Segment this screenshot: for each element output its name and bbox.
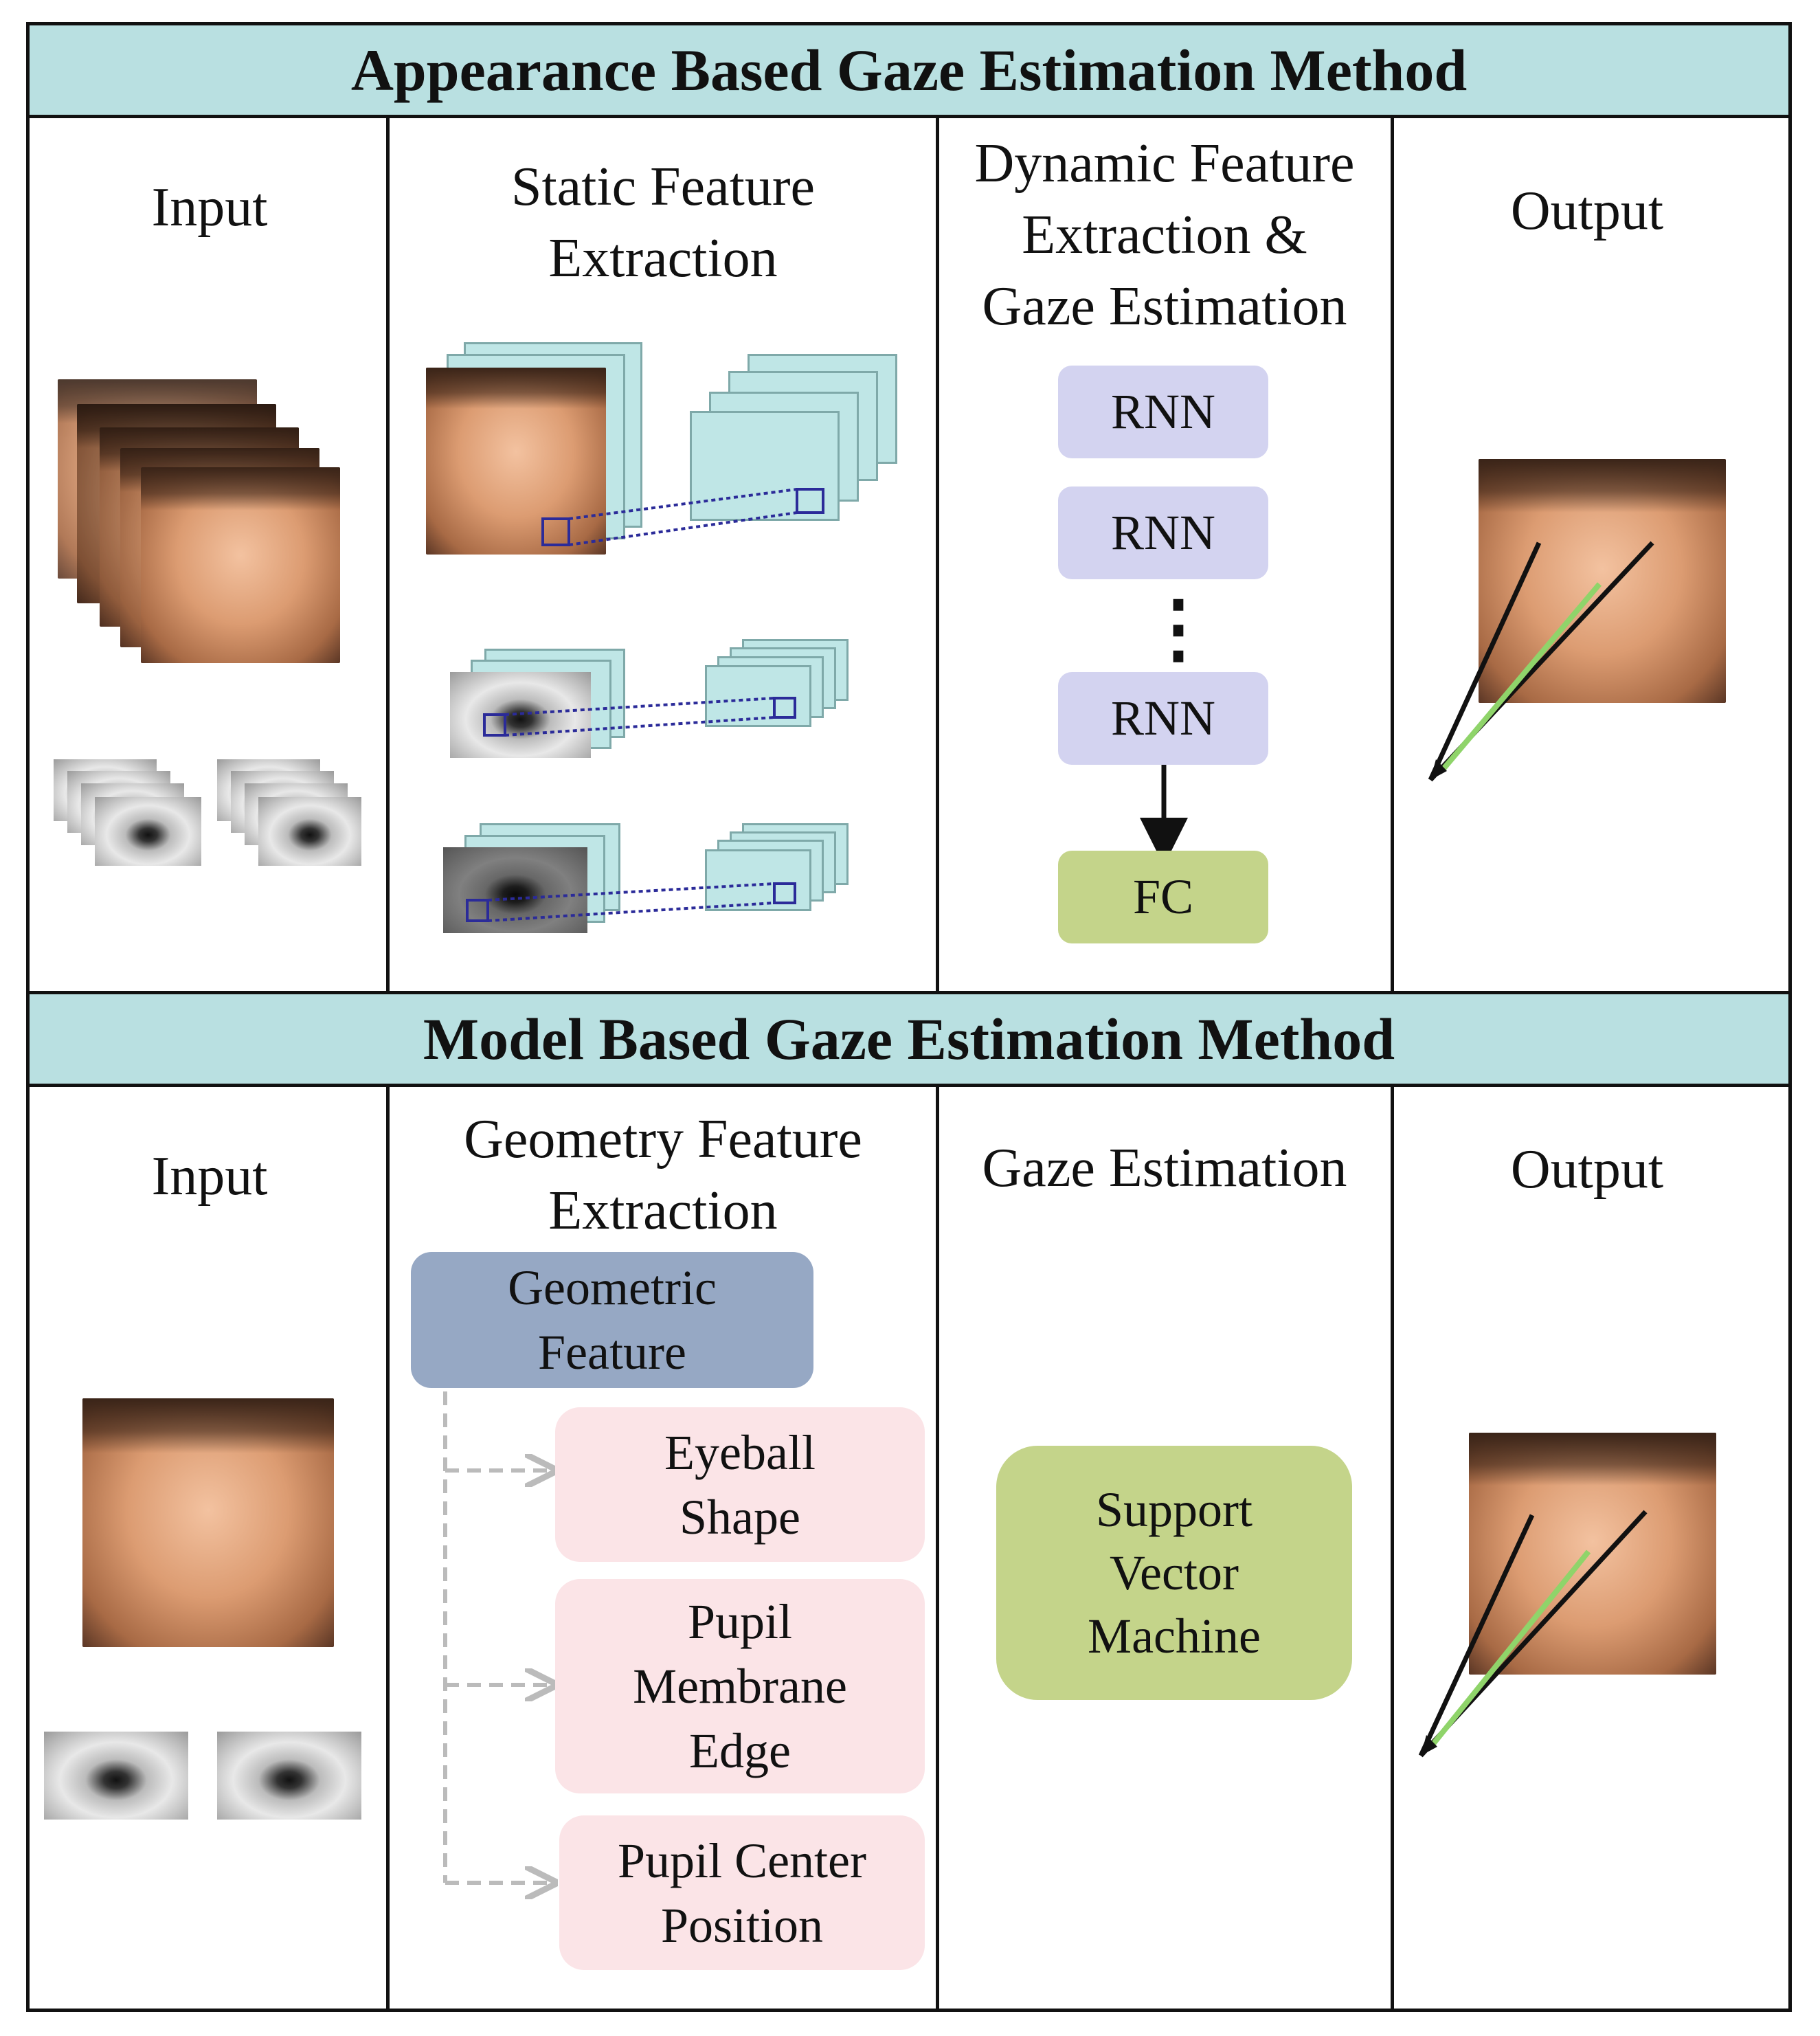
geometric-feature-label: Geometric Feature	[508, 1260, 717, 1380]
output-face-image	[1469, 1433, 1716, 1675]
svm-block: Support Vector Machine	[996, 1446, 1352, 1700]
feature-map	[690, 411, 840, 521]
model-banner: Model Based Gaze Estimation Method	[26, 991, 1792, 1087]
eye-image	[258, 797, 361, 866]
geometric-feature-block: Geometric Feature	[411, 1252, 813, 1388]
feature-tree	[443, 1391, 550, 1883]
right-eye-image	[217, 1732, 361, 1820]
rnn-block: RNN	[1058, 486, 1268, 579]
rnn-ellipsis: ⋮	[1141, 587, 1216, 671]
appearance-banner: Appearance Based Gaze Estimation Method	[26, 22, 1792, 118]
model-title: Model Based Gaze Estimation Method	[423, 1006, 1395, 1072]
dynamic-feature-heading: Dynamic Feature Extraction & Gaze Estima…	[974, 133, 1355, 337]
divider	[1391, 1087, 1394, 2012]
pupil-center-position-block: Pupil Center Position	[559, 1815, 925, 1970]
feature-label: Eyeball Shape	[664, 1424, 816, 1545]
rnn-label: RNN	[1110, 384, 1215, 439]
eye-image	[95, 797, 201, 866]
top-input-heading: Input	[151, 177, 268, 238]
rnn-block: RNN	[1058, 672, 1268, 765]
input-face-image	[82, 1398, 334, 1647]
fc-block: FC	[1058, 851, 1268, 943]
feature-label: Pupil Center Position	[618, 1833, 866, 1953]
top-output-heading: Output	[1510, 181, 1664, 241]
rnn-label: RNN	[1110, 691, 1215, 746]
divider	[386, 1087, 390, 2012]
bottom-input-heading: Input	[151, 1146, 268, 1207]
divider	[386, 118, 390, 991]
fc-label: FC	[1132, 869, 1194, 924]
gaze-vectors	[1418, 1510, 1648, 1758]
eyeball-shape-block: Eyeball Shape	[555, 1407, 925, 1562]
static-feature-heading: Static Feature Extraction	[510, 157, 816, 289]
divider	[936, 118, 939, 991]
pupil-membrane-edge-block: Pupil Membrane Edge	[555, 1579, 925, 1793]
svm-label: Support Vector Machine	[1088, 1482, 1261, 1664]
feature-label: Pupil Membrane Edge	[633, 1594, 847, 1778]
face-receptive-field	[541, 488, 824, 546]
face-image	[426, 368, 606, 555]
face-image	[141, 467, 340, 663]
left-eye-image	[44, 1732, 188, 1820]
geometry-feature-heading: Geometry Feature Extraction	[464, 1109, 862, 1241]
left-eye-receptive-field	[483, 697, 796, 737]
rnn-label: RNN	[1110, 505, 1215, 560]
gaze-vectors	[1428, 541, 1654, 782]
divider	[1391, 118, 1394, 991]
bottom-output-heading: Output	[1510, 1139, 1664, 1200]
appearance-title: Appearance Based Gaze Estimation Method	[350, 37, 1468, 103]
right-eye-receptive-field	[466, 882, 796, 922]
gaze-estimation-heading: Gaze Estimation	[982, 1138, 1347, 1198]
divider	[936, 1087, 939, 2012]
rnn-block: RNN	[1058, 366, 1268, 458]
